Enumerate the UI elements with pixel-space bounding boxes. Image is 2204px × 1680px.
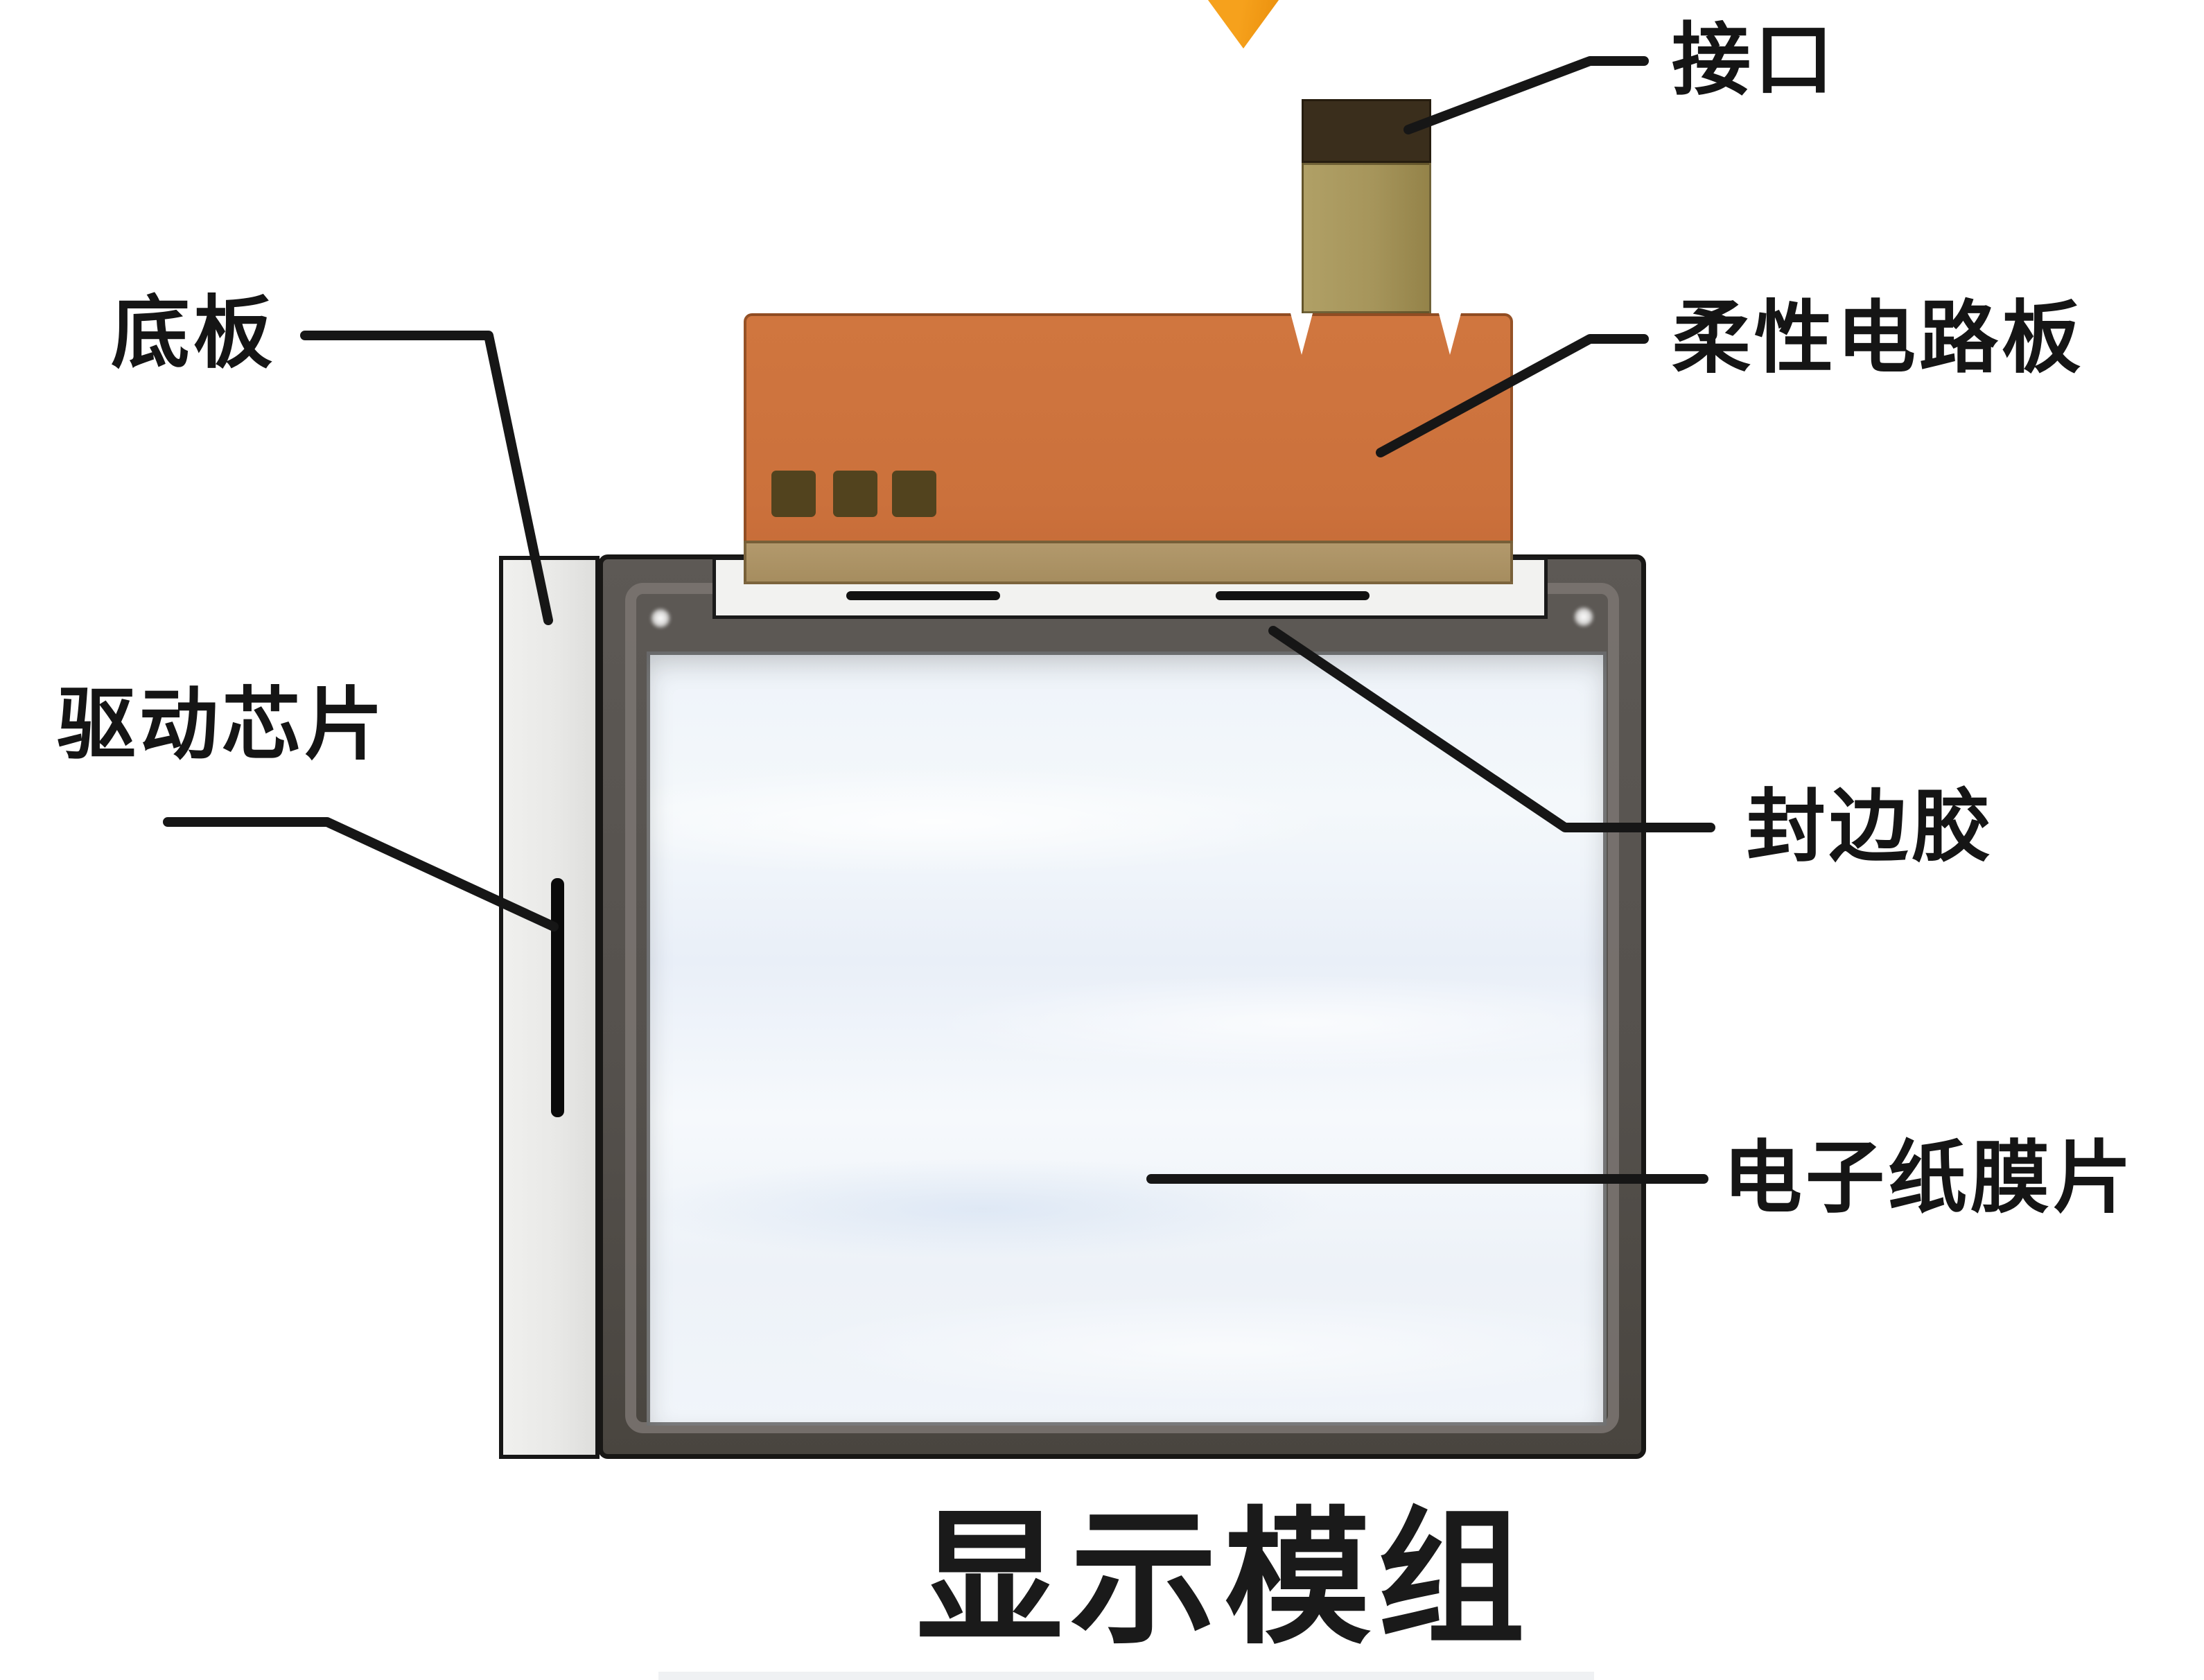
driver-chip-label: 驱动芯片	[57, 681, 387, 769]
bottom-edge-fragment	[658, 1672, 1594, 1680]
bonding-pad-mark	[846, 591, 1000, 600]
flex-pcb-board	[744, 313, 1513, 584]
interface-label: 接口	[1672, 17, 1837, 105]
diagram-title: 显示模组	[916, 1496, 1532, 1661]
base-plate-label: 底板	[111, 290, 277, 378]
bonding-pad-mark	[1216, 591, 1370, 600]
pcb-pad	[833, 471, 877, 517]
corner-highlight-right	[1573, 606, 1594, 627]
module-frame	[598, 554, 1646, 1459]
connector-body	[1302, 163, 1431, 313]
pcb-notch	[1291, 313, 1313, 355]
sealing-glue-label: 封边胶	[1747, 783, 1995, 871]
base-plate-panel	[499, 556, 600, 1459]
flex-pcb-label: 柔性电路板	[1672, 295, 2085, 383]
corner-highlight-left	[650, 608, 671, 629]
connector-tip	[1302, 99, 1431, 163]
pcb-edge-strip	[744, 541, 1513, 584]
connector	[1302, 99, 1431, 313]
pcb-notch	[1439, 313, 1461, 355]
leader-interface	[1403, 56, 1649, 134]
arrow-down-icon	[1206, 0, 1281, 49]
leader-driver-chip	[163, 817, 559, 931]
pcb-pad	[771, 471, 816, 517]
epaper-film-label: 电子纸膜片	[1723, 1135, 2136, 1223]
epaper-display-area	[647, 651, 1607, 1426]
driver-chip-bar	[551, 878, 564, 1117]
pcb-pad	[892, 471, 936, 517]
